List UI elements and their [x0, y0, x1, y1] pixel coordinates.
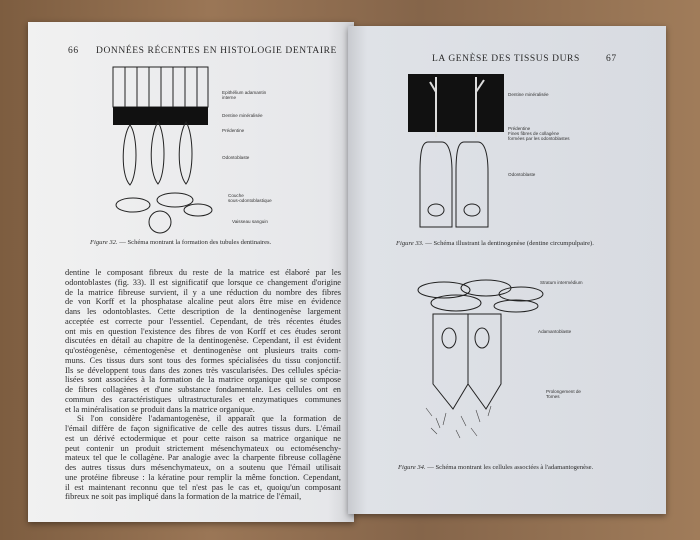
text-line: ont mis en question l'existence des fibr…	[65, 326, 341, 336]
caption-text: — Schéma illustrant la dentinogenèse (de…	[425, 240, 594, 247]
text-line: de von Korff et la phosphatase alcaline …	[65, 297, 341, 307]
caption-text: — Schéma montrant les cellules associées…	[427, 464, 594, 471]
text-line: Ils se développent tous dans des zones t…	[65, 365, 341, 375]
text-line: de la matrice fibreuse survient, il y a …	[65, 287, 341, 297]
figure-32-caption: Figure 32. — Schéma montrant la formatio…	[90, 239, 271, 246]
label-predentine: Prédentine	[508, 126, 531, 131]
text-line: acceptée est correcte pour l'essentiel. …	[65, 316, 341, 326]
right-page: LA GENÈSE DES TISSUS DURS 67 Dentine min…	[348, 26, 666, 514]
label-tomes: Tomes	[546, 394, 560, 399]
label-couche-2: sous-odontoblastique	[228, 198, 272, 203]
text-line: lisées sont associées à la formation de …	[65, 375, 341, 385]
figure-34-illustration	[417, 279, 544, 439]
figure-32-illustration	[112, 66, 213, 234]
caption-number: Figure 33.	[396, 240, 424, 247]
label-adamantoblaste: Adamantoblaste	[538, 329, 572, 334]
caption-number: Figure 32.	[90, 239, 118, 246]
text-line: est un dérivé ectodermique et pour cette…	[65, 433, 341, 443]
text-line: des autres tissus durs mésenchymateux, o…	[65, 463, 341, 472]
figure-33-illustration	[408, 74, 504, 228]
label-odontoblaste: Odontoblaste	[222, 155, 250, 160]
caption-number: Figure 34.	[398, 464, 426, 471]
page-number: 66	[68, 46, 79, 56]
label-dentine: Dentine minéralisée	[222, 113, 263, 118]
text-line: et la minéralisation se produit dans la …	[65, 404, 255, 414]
running-head: LA GENÈSE DES TISSUS DURS	[432, 54, 580, 64]
text-line: odontoblastes (fig. 33). Il est signific…	[65, 277, 341, 287]
left-page: 66 DONNÉES RÉCENTES EN HISTOLOGIE DENTAI…	[28, 22, 354, 522]
page-number: 67	[606, 54, 617, 64]
text-line: mateux tel que le collagène. Par analogi…	[65, 453, 341, 463]
caption-text: — Schéma montrant la formation des tubul…	[119, 239, 272, 246]
label-fines-fibres-2: formées par les odontoblastes	[508, 136, 570, 141]
text-line: l'émail diffère de façon significative d…	[65, 424, 341, 433]
text-line: discutées en détail au chapitre de la de…	[65, 336, 341, 346]
label-odontoblaste: Odontoblaste	[508, 172, 536, 177]
text-line: muns. Ces tissus durs sont tous des form…	[65, 355, 341, 365]
label-stratum: Stratum intermédium	[540, 280, 583, 285]
text-line: dans les odontoblastes. Cette descriptio…	[65, 307, 341, 316]
text-line: Si l'on considère l'adamantogenèse, il a…	[77, 414, 341, 424]
text-line: qu'ostéogenèse, cémentogenèse et dentino…	[65, 346, 341, 355]
text-line: fibreux ne soit pas impliqué dans la for…	[65, 492, 302, 502]
text-line: de fibres collagènes et d'une substance …	[65, 385, 341, 394]
label-epithelium-2: interne	[222, 95, 237, 100]
text-line: peut contenir un produit strictement més…	[65, 443, 341, 453]
text-line: une protéine fibreuse : la kératine pour…	[65, 472, 341, 482]
running-head: DONNÉES RÉCENTES EN HISTOLOGIE DENTAIRE	[96, 46, 337, 56]
figure-33-caption: Figure 33. — Schéma illustrant la dentin…	[396, 240, 594, 247]
text-line: commun des caractéristiques ultrastructu…	[65, 394, 341, 404]
label-prolongement: Prolongement de	[546, 389, 581, 394]
label-couche: Couche	[228, 193, 244, 198]
label-epithelium: Epithélium adamantin	[222, 90, 267, 95]
body-text: dentine le composant fibreux du reste de…	[65, 268, 341, 502]
figure-34-caption: Figure 34. — Schéma montrant les cellule…	[398, 464, 593, 471]
label-predentine: Prédentine	[222, 128, 245, 133]
text-line: dentine le composant fibreux du reste de…	[65, 268, 341, 277]
label-dentine: Dentine minéralisée	[508, 92, 549, 97]
label-vaisseau: Vaisseau sanguin	[232, 219, 268, 224]
text-line: il est maintenant reconnu que tel n'est …	[65, 482, 341, 492]
label-fines-fibres: Fines fibres de collagène	[508, 131, 560, 136]
